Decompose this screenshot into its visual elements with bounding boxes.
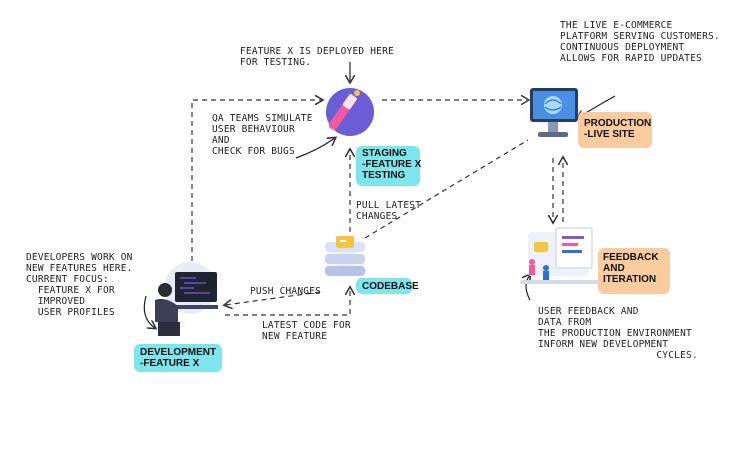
node-label-development: DEVELOPMENT -FEATURE X	[140, 347, 217, 369]
highlight-development	[134, 344, 222, 372]
test-tube-icon	[318, 80, 382, 144]
feedback-dashboard-icon	[520, 227, 600, 284]
note-live: THE LIVE E-COMMERCE PLATFORM SERVING CUS…	[560, 20, 720, 64]
monitor-globe-icon	[519, 78, 587, 146]
arrow-dev-to-staging	[191, 100, 322, 270]
highlight-feedback	[598, 248, 670, 294]
node-label-feedback: FEEDBACK AND ITERATION	[603, 252, 659, 285]
note-deployed: FEATURE X IS DEPLOYED HERE FOR TESTING.	[240, 46, 394, 68]
server-stack-icon	[315, 228, 375, 288]
node-label-codebase: CODEBASE	[362, 281, 419, 292]
arrow-codebase-to-production	[364, 139, 529, 239]
note-push: PUSH CHANGES	[250, 286, 322, 297]
highlight-staging	[356, 146, 420, 186]
arrow-note-feedback	[526, 275, 530, 301]
highlight-codebase	[356, 278, 412, 294]
note-user-feedback: USER FEEDBACK AND DATA FROM THE PRODUCTI…	[538, 306, 698, 361]
note-pull: PULL LATEST CHANGES	[356, 200, 422, 222]
node-label-production: PRODUCTION -LIVE SITE	[584, 118, 652, 140]
developer-icon	[155, 262, 218, 336]
arrow-note-developers	[143, 295, 155, 328]
note-latest-code: LATEST CODE FOR NEW FEATURE	[262, 320, 351, 342]
arrow-note-qa	[295, 138, 335, 159]
note-developers: DEVELOPERS WORK ON NEW FEATURES HERE. CU…	[26, 252, 133, 318]
arrow-codebase-to-dev	[225, 291, 321, 305]
highlight-production	[578, 112, 652, 148]
note-qa: QA TEAMS SIMULATE USER BEHAVIOUR AND CHE…	[212, 113, 313, 157]
node-label-staging: STAGING -FEATURE X TESTING	[362, 148, 422, 181]
